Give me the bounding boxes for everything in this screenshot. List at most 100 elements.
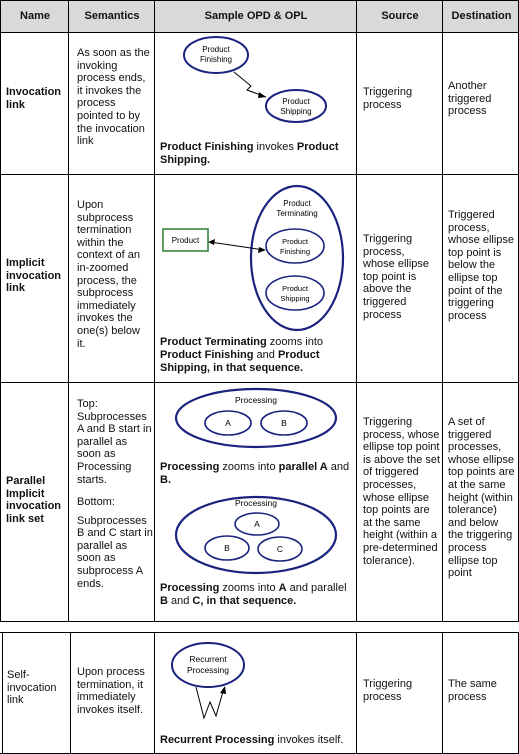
opl-process: Processing	[160, 582, 220, 594]
subprocess-b	[204, 535, 250, 561]
row-source: Triggering process	[363, 86, 413, 111]
opl-text: and	[327, 461, 350, 473]
opl-text: .	[167, 474, 172, 486]
process-label: A	[254, 519, 260, 529]
product-finishing-subprocess	[265, 228, 325, 264]
process-label: Recurrent	[189, 654, 227, 664]
row-source: Triggering process, whose ellipse top po…	[363, 416, 441, 567]
subprocess-c	[257, 536, 303, 562]
row-destination: A set of triggered processes, whose elli…	[448, 416, 515, 580]
opl-sentence: Product Finishing invokes Product Shippi…	[160, 141, 354, 167]
process-label: Product	[283, 199, 311, 208]
opl-text: zooms into	[219, 461, 279, 473]
process-label: Terminating	[276, 209, 317, 218]
opl-sentence: Recurrent Processing invokes itself.	[160, 734, 354, 747]
invocation-link	[233, 71, 267, 98]
arrow-head	[258, 247, 266, 253]
opl-process: B	[160, 474, 168, 486]
opl-process: A	[278, 582, 287, 594]
process-label: Processing	[235, 395, 277, 405]
row-name: Implicit invocation link	[6, 257, 62, 295]
semantics-label: Bottom:	[77, 496, 115, 508]
row-name: Self-invocation link	[7, 669, 57, 707]
grid-line	[0, 174, 519, 175]
opl-text: .	[207, 154, 211, 166]
process-label: Processing	[235, 498, 277, 508]
subprocess-a	[234, 512, 280, 536]
grid-line	[154, 632, 155, 754]
grid-line	[154, 0, 155, 622]
arrow-head	[258, 92, 266, 98]
header-destination: Destination	[444, 10, 519, 23]
process-label: B	[281, 418, 287, 428]
grid-line	[442, 0, 443, 622]
opl-text: and parallel	[286, 582, 347, 594]
header-name: Name	[2, 10, 68, 23]
opl-text: , in that sequence.	[200, 595, 297, 607]
opl-process: Product Finishing	[160, 141, 254, 153]
invocation-diagram: Product Finishing Product Shipping	[183, 36, 327, 123]
grid-line	[70, 632, 71, 754]
header-sample: Sample OPD & OPL	[156, 10, 356, 23]
row-semantics-bottom: Bottom: Subprocesses B and C start in pa…	[77, 496, 153, 590]
parallel-top-diagram: Processing A B	[174, 387, 338, 449]
process-label: Product	[282, 97, 310, 106]
header-semantics: Semantics	[70, 10, 154, 23]
recurrent-processing-process	[171, 642, 245, 688]
opl-process: Processing	[160, 461, 220, 473]
row-destination: Triggered process, whose ellipse top poi…	[448, 209, 515, 322]
subprocess-a	[204, 410, 252, 436]
opl-process: parallel A	[278, 461, 328, 473]
opl-sentence: Processing zooms into A and parallel B a…	[160, 582, 354, 608]
grid-line	[0, 0, 519, 1]
row-destination: Another triggered process	[448, 80, 492, 118]
semantics-text: Subprocesses A and B start in parallel a…	[77, 410, 152, 486]
row-name: Invocation link	[6, 86, 62, 111]
process-label: B	[224, 543, 230, 553]
opl-text: and	[167, 595, 193, 607]
grid-line	[0, 382, 519, 383]
row-semantics-top: Top: Subprocesses A and B start in paral…	[77, 398, 153, 486]
process-label: Processing	[187, 665, 229, 675]
product-finishing-process	[183, 36, 249, 74]
semantics-label: Top:	[77, 398, 98, 410]
grid-line	[0, 632, 519, 633]
opl-process: C	[192, 595, 201, 607]
arrow-head	[220, 686, 226, 694]
product-shipping-subprocess	[265, 275, 325, 311]
opl-sentence: Product Terminating zooms into Product F…	[160, 336, 354, 375]
row-semantics: Upon subprocess termination within the c…	[77, 199, 140, 350]
grid-line	[0, 621, 519, 622]
opl-process: B	[160, 595, 168, 607]
effect-link	[209, 241, 265, 251]
object-label: Product	[172, 236, 200, 245]
self-invocation-diagram: Recurrent Processing	[171, 642, 245, 720]
opl-process: Product Shipping	[160, 349, 320, 374]
row-source: Triggering process, whose ellipse top po…	[363, 233, 430, 321]
grid-line	[2, 632, 3, 754]
opl-process: Product Shipping	[160, 141, 339, 166]
grid-line	[0, 32, 519, 33]
opl-text: , in that sequence.	[207, 362, 304, 374]
row-name: Parallel Implicit invocation link set	[6, 475, 62, 525]
process-label: Shipping	[280, 294, 309, 303]
opl-text: invokes itself.	[274, 734, 344, 746]
opl-text: invokes	[253, 141, 297, 153]
grid-line	[356, 632, 357, 754]
row-destination: The same process	[448, 678, 497, 703]
product-shipping-process	[265, 89, 327, 123]
arrow-head	[208, 239, 215, 245]
row-semantics: Upon process termination, it immediately…	[77, 666, 145, 716]
header-source: Source	[358, 10, 442, 23]
opl-text: zooms into	[266, 336, 323, 348]
grid-line	[68, 0, 69, 622]
product-object	[162, 228, 209, 252]
process-label: Finishing	[280, 247, 310, 256]
opl-sentence: Processing zooms into parallel A and B.	[160, 461, 354, 487]
process-label: Shipping	[280, 107, 311, 116]
process-label: Product	[202, 45, 230, 54]
grid-line	[442, 632, 443, 754]
grid-line	[0, 0, 1, 622]
grid-line	[356, 0, 357, 622]
